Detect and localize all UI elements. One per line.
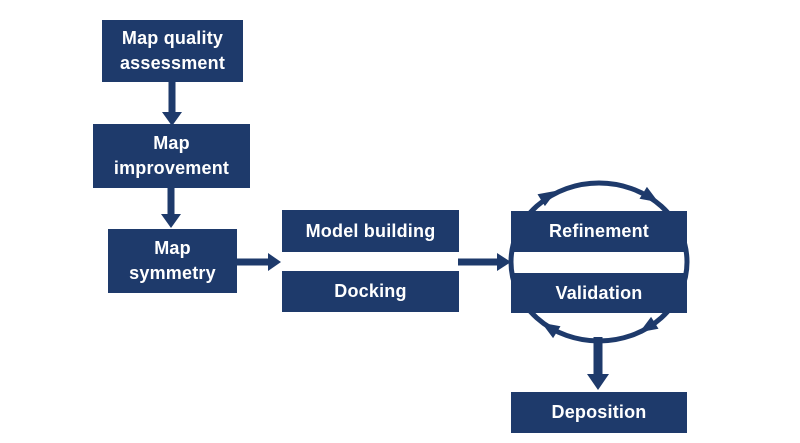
cycle-arrowhead-top-left-icon bbox=[537, 190, 557, 207]
node-label-line: assessment bbox=[119, 53, 226, 73]
arrow-down-quality-to-improvement-icon bbox=[162, 82, 182, 126]
node-label-line: Map bbox=[154, 238, 191, 258]
arrow-down-cycle-to-deposition-icon bbox=[587, 337, 609, 390]
node-validation: Validation bbox=[511, 273, 687, 313]
node-label-line: symmetry bbox=[129, 263, 216, 283]
node-deposition: Deposition bbox=[511, 392, 687, 433]
node-label-line: Map quality bbox=[121, 28, 224, 48]
node-docking: Docking bbox=[282, 271, 459, 312]
node-label-line: Docking bbox=[334, 281, 407, 301]
node-label-line: Refinement bbox=[548, 221, 649, 241]
cycle-arrowhead-bottom-right-icon bbox=[639, 316, 659, 333]
arrow-down-improvement-to-symmetry-icon bbox=[161, 188, 181, 228]
node-refinement: Refinement bbox=[511, 211, 687, 252]
node-label-line: Model building bbox=[305, 220, 436, 241]
node-label-line: improvement bbox=[113, 158, 230, 178]
node-model-building: Model building bbox=[282, 210, 459, 252]
cycle-arrowhead-bottom-left-icon bbox=[541, 322, 561, 339]
node-map-quality-assessment: Map quality assessment bbox=[102, 20, 243, 82]
node-label-line: Deposition bbox=[551, 402, 647, 422]
arrow-right-symmetry-to-building-icon bbox=[237, 253, 281, 271]
node-label-line: Map bbox=[153, 133, 190, 153]
node-label-line: Validation bbox=[555, 282, 643, 303]
cycle-gap-mask bbox=[515, 252, 683, 273]
cycle-arrowhead-top-right-icon bbox=[639, 186, 659, 203]
node-map-symmetry: Map symmetry bbox=[108, 229, 237, 293]
node-map-improvement: Map improvement bbox=[93, 124, 250, 188]
arrow-right-building-to-refinement-icon bbox=[458, 253, 511, 271]
